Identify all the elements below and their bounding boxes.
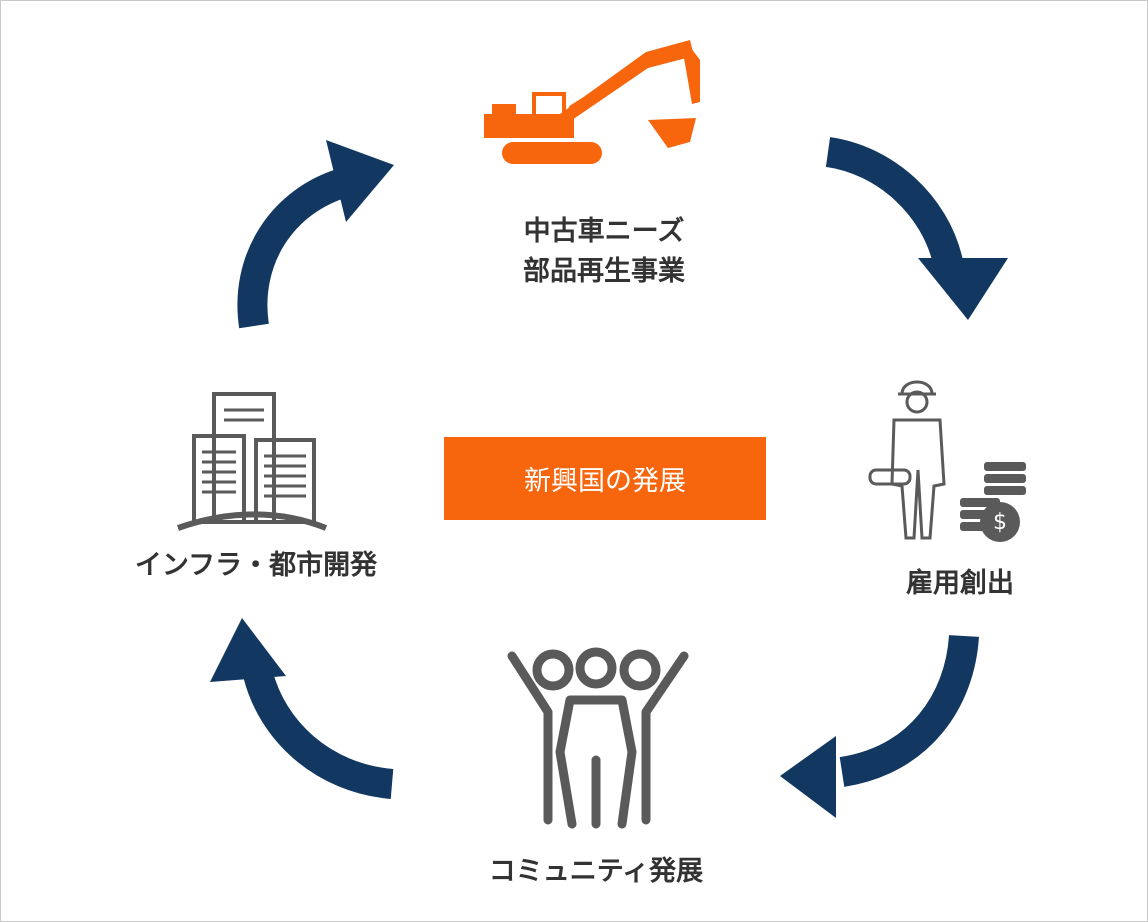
arrow-top-left xyxy=(237,140,394,329)
svg-text:$: $ xyxy=(993,510,1007,535)
worker-icon: $ xyxy=(868,380,1026,542)
label-community: コミュニティ発展 xyxy=(436,852,756,892)
arrow-bottom-left xyxy=(210,618,394,799)
arrow-top-right xyxy=(825,137,1008,320)
label-line-1: 雇用創出 xyxy=(906,568,1014,599)
buildings-icon xyxy=(177,392,328,531)
label-line-2: 部品再生事業 xyxy=(523,256,685,287)
center-label: 新興国の発展 xyxy=(444,437,766,520)
label-line-1: インフラ・都市開発 xyxy=(134,550,378,581)
arrow-bottom-right xyxy=(780,634,979,818)
label-infrastructure: インフラ・都市開発 xyxy=(106,546,406,586)
label-employment: 雇用創出 xyxy=(860,564,1060,604)
label-parts-business: 中古車ニーズ 部品再生事業 xyxy=(454,212,754,292)
cycle-arrows xyxy=(210,137,1008,818)
label-line-1: コミュニティ発展 xyxy=(488,856,704,887)
label-line-1: 中古車ニーズ xyxy=(523,216,685,247)
excavator-icon xyxy=(484,40,700,164)
community-icon xyxy=(507,647,689,829)
